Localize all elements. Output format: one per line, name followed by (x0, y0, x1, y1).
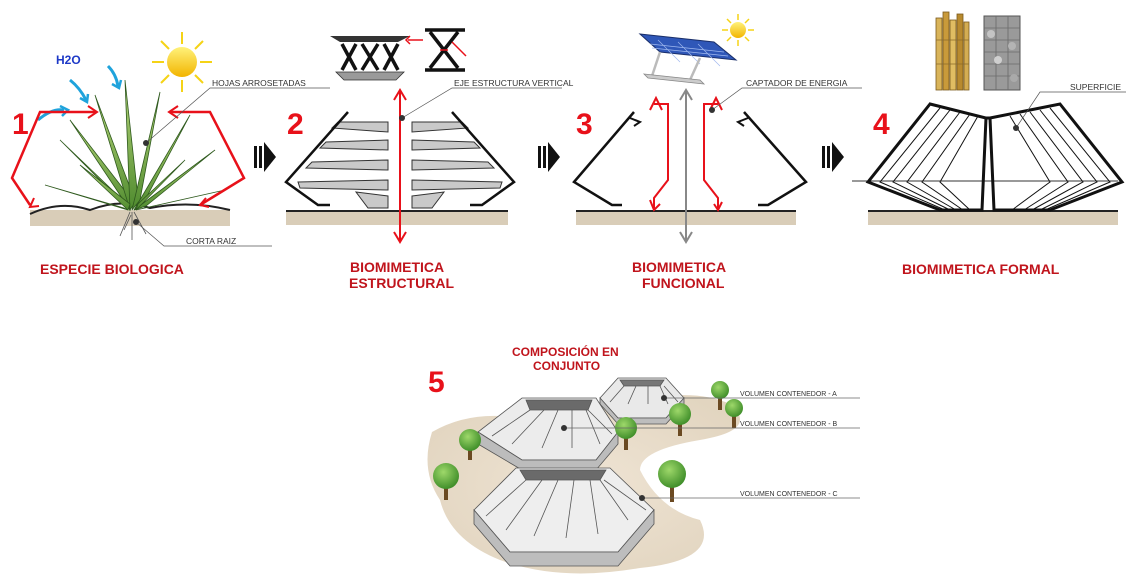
red-bracket (10, 105, 246, 209)
leader-line (1015, 91, 1126, 129)
caption-step-1: ESPECIE BIOLOGICA (40, 261, 184, 277)
volume-c (473, 467, 655, 567)
step-number-1: 1 (12, 108, 29, 141)
sun-icon (152, 32, 212, 92)
label-hojas-arrosetadas: HOJAS ARROSETADAS (212, 78, 306, 88)
step-number-3: 3 (576, 108, 593, 141)
left-frame (572, 111, 635, 207)
roots (119, 211, 147, 240)
left-wing (297, 121, 389, 209)
leader-dot (143, 140, 149, 146)
caption-step-2-line2: ESTRUCTURAL (349, 275, 454, 291)
leader-dot (661, 395, 667, 401)
right-frame (451, 111, 516, 207)
right-hook (735, 117, 749, 127)
agave-plant (44, 79, 226, 212)
panel-4-formal: 4 SUPE (852, 11, 1126, 277)
step-number-4: 4 (873, 108, 890, 141)
panel-1-species: 1 H2O (10, 32, 330, 277)
volume-b (477, 397, 619, 471)
leader-line (135, 221, 272, 247)
left-hook (629, 117, 643, 127)
step-arrow-icon (822, 142, 844, 172)
vertical-axis-arrow (679, 88, 693, 244)
leader-dot (399, 115, 405, 121)
tree-icon (433, 463, 459, 500)
label-volumen-c: VOLUMEN CONTENEDOR - C (740, 491, 838, 498)
composition-title-line2: CONJUNTO (533, 359, 600, 373)
caption-step-2-line1: BIOMIMETICA (350, 259, 444, 275)
step-arrow-icon (538, 142, 560, 172)
caption-step-3-line2: FUNCIONAL (642, 275, 725, 291)
bamboo-icon (935, 11, 970, 91)
energy-bracket-left (649, 95, 669, 212)
leader-dot (561, 425, 567, 431)
ground-strip (286, 211, 508, 225)
step-arrow-icon (254, 142, 276, 172)
tree-icon (658, 460, 686, 502)
gabion-icon (983, 15, 1021, 91)
label-eje-estructura: EJE ESTRUCTURA VERTICAL (454, 78, 574, 88)
panel-3-functional: 3 (572, 14, 862, 291)
h2o-label: H2O (56, 53, 81, 67)
tree-icon (669, 403, 691, 436)
energy-bracket-right (703, 95, 723, 212)
leader-dot (709, 107, 715, 113)
composition-title-line1: COMPOSICIÓN EN (512, 344, 619, 359)
caption-step-3-line1: BIOMIMETICA (632, 259, 726, 275)
label-volumen-a: VOLUMEN CONTENEDOR - A (740, 391, 837, 398)
tree-icon (711, 381, 729, 410)
leader-dot (1013, 125, 1019, 131)
step-number-5: 5 (428, 366, 445, 399)
label-corta-raiz: CORTA RAIZ (186, 236, 236, 246)
structure-icon (330, 28, 467, 81)
left-facet-body (865, 102, 988, 212)
caption-step-4: BIOMIMETICA FORMAL (902, 261, 1060, 277)
leader-dot (639, 495, 645, 501)
leader-dot (133, 219, 139, 225)
label-captador-energia: CAPTADOR DE ENERGIA (746, 78, 848, 88)
tree-icon (459, 429, 481, 460)
panel-2-structural: 2 (284, 28, 574, 291)
panel-5-composition: 5 COMPOSICIÓN EN CONJUNTO (427, 344, 860, 574)
ground-strip (868, 211, 1118, 225)
leader-line (145, 87, 330, 144)
left-frame (284, 111, 349, 207)
tree-icon (725, 399, 743, 428)
label-volumen-b: VOLUMEN CONTENEDOR - B (740, 421, 838, 428)
step-number-2: 2 (287, 108, 304, 141)
leader-line (711, 87, 862, 111)
label-superficie: SUPERFICIE (1070, 82, 1121, 92)
leader-line (401, 87, 562, 119)
solar-panel-icon (638, 14, 754, 85)
right-facet-body (986, 102, 1125, 212)
right-frame (743, 111, 808, 207)
water-arrow-icon (37, 64, 123, 122)
right-wing (411, 121, 503, 209)
